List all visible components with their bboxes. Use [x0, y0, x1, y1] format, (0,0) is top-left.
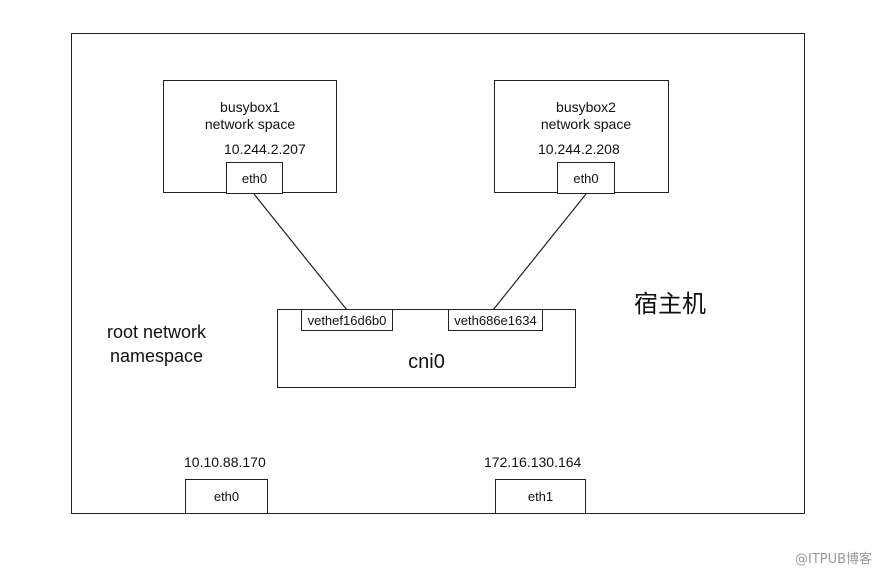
veth-left-label: vethef16d6b0: [307, 313, 387, 328]
busybox1-subtitle: network space: [204, 116, 296, 132]
busybox2-ip: 10.244.2.208: [538, 141, 620, 157]
root-namespace-label-line1: root network: [107, 322, 207, 342]
host-eth1-label: eth1: [527, 489, 554, 504]
host-eth0: [185, 479, 268, 514]
busybox2-subtitle: network space: [540, 116, 632, 132]
veth-right: [448, 309, 543, 331]
busybox2-eth0-label: eth0: [573, 171, 599, 186]
host-eth1: [495, 479, 586, 514]
root-namespace-label-line2: namespace: [110, 346, 204, 366]
busybox2-name: busybox2: [556, 99, 616, 115]
host-eth1-ip: 172.16.130.164: [484, 454, 582, 470]
busybox1-eth0-label: eth0: [241, 171, 268, 186]
busybox1-name: busybox1: [220, 99, 280, 115]
veth-right-label: veth686e1634: [454, 313, 537, 328]
busybox1-ip: 10.244.2.207: [224, 141, 306, 157]
veth-left: [301, 309, 393, 331]
cni0-label: cni0: [408, 351, 445, 373]
watermark: @ITPUB博客: [795, 552, 873, 567]
busybox2-eth0: [557, 162, 615, 194]
host-label: 宿主机: [634, 290, 706, 318]
host-eth0-label: eth0: [213, 489, 240, 504]
busybox1-eth0: [226, 162, 283, 194]
host-eth0-ip: 10.10.88.170: [184, 454, 266, 470]
